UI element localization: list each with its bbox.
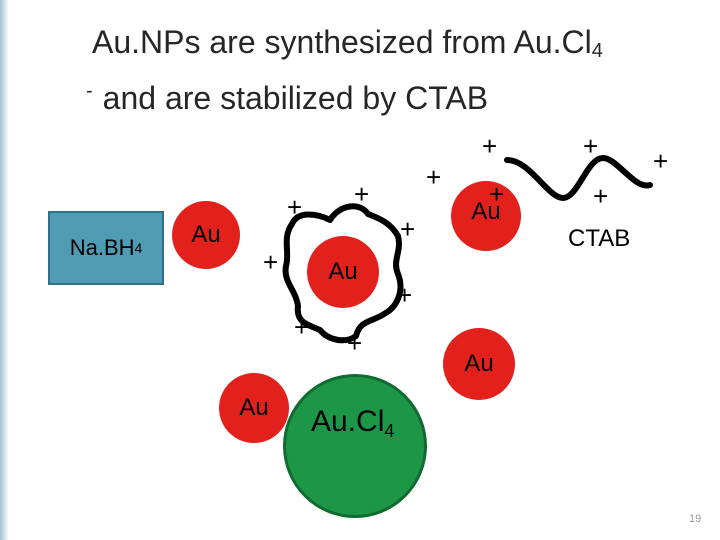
plus-charge-12: + bbox=[593, 181, 609, 211]
plus-charge-9: + bbox=[482, 131, 498, 161]
page-number: 19 bbox=[689, 513, 702, 525]
slide-title: Au.NPs are synthesized from Au.Cl4 -and … bbox=[86, 24, 603, 116]
plus-charge-7: + bbox=[347, 328, 363, 358]
gold-particle-top: Au bbox=[451, 181, 521, 251]
plus-charge-2: + bbox=[354, 179, 370, 209]
ctab-surfactant-chain bbox=[504, 155, 653, 201]
plus-charge-1: + bbox=[287, 192, 303, 222]
plus-charge-4: + bbox=[263, 247, 279, 277]
plus-charge-6: + bbox=[294, 312, 310, 342]
slide-edge-accent bbox=[0, 0, 9, 540]
plus-charge-3: + bbox=[400, 214, 416, 244]
gold-particle-small: Au bbox=[172, 201, 240, 269]
gold-particle-lower-left: Au bbox=[219, 373, 289, 443]
plus-charge-8: + bbox=[426, 162, 442, 192]
plus-charge-5: + bbox=[397, 280, 413, 310]
ctab-label: CTAB bbox=[568, 225, 631, 252]
ctab-wrapped-au-shell bbox=[282, 203, 404, 344]
gold-particle-wrapped: Au bbox=[307, 236, 379, 308]
aucl4-precursor-circle bbox=[283, 374, 427, 518]
aucl4-label: Au.Cl4 bbox=[311, 405, 395, 441]
plus-charge-10: + bbox=[489, 179, 505, 209]
plus-charge-11: + bbox=[583, 131, 599, 161]
plus-charge-13: + bbox=[653, 146, 669, 176]
gold-particle-right: Au bbox=[443, 328, 515, 400]
